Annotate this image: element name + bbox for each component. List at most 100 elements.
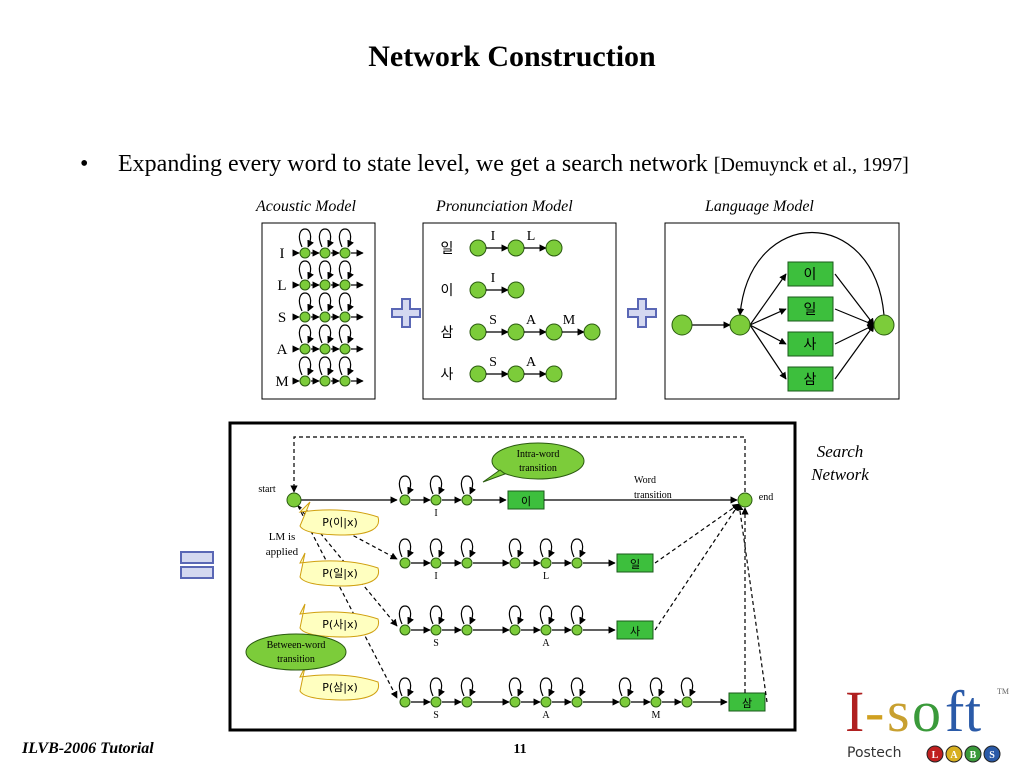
lm-word-box (787, 261, 834, 287)
self-loop (318, 356, 334, 376)
self-loop (298, 324, 314, 344)
search-state-node (540, 696, 552, 708)
search-word-box (728, 692, 766, 712)
pron-state-node (545, 239, 563, 257)
self-loop (460, 538, 476, 558)
state-node (319, 343, 331, 355)
self-loop (398, 677, 414, 697)
pron-state-node (507, 323, 525, 341)
pron-phone-label: M (563, 313, 576, 328)
search-phone-label: I (434, 571, 437, 582)
self-loop (298, 356, 314, 376)
self-loop (649, 677, 665, 697)
self-loop (460, 475, 476, 495)
logo-org: Postech (847, 745, 902, 761)
pron-word-label: 사 (441, 367, 454, 383)
intra-word-label: transition (519, 463, 557, 474)
logo-t: t (965, 679, 981, 744)
lm-state-node (729, 314, 751, 336)
search-phone-label: L (543, 571, 549, 582)
logo-dash: - (865, 679, 884, 744)
acoustic-phone-label: S (278, 310, 286, 326)
pron-word-label: 이 (441, 283, 454, 299)
acoustic-phone-label: L (277, 278, 286, 294)
lm-word-box (787, 296, 834, 322)
state-node (299, 375, 311, 387)
self-loop (318, 324, 334, 344)
search-phone-label: S (433, 638, 439, 649)
pron-state-node (583, 323, 601, 341)
search-state-node (430, 624, 442, 636)
probability-bubble (298, 501, 380, 536)
self-loop (298, 292, 314, 312)
lm-word-label: 사 (804, 337, 817, 353)
self-loop (570, 538, 586, 558)
pron-word-label: 삼 (441, 325, 454, 341)
pron-phone-label: L (527, 229, 536, 244)
probability-bubble (299, 552, 380, 587)
pron-phone-label: S (489, 313, 497, 328)
labs-badge-letter: L (932, 750, 939, 761)
lm-word-label: 이 (804, 267, 817, 283)
self-loop (298, 260, 314, 280)
search-state-node (461, 624, 473, 636)
search-state-node (650, 696, 662, 708)
state-node (319, 279, 331, 291)
pron-phone-label: I (491, 271, 496, 286)
lm-word-label: 일 (804, 302, 817, 318)
lm-applied-label: applied (266, 546, 299, 558)
lm-word-box (787, 366, 834, 392)
state-node (319, 247, 331, 259)
self-loop (429, 538, 445, 558)
self-loop (318, 260, 334, 280)
start-node (286, 492, 302, 508)
self-loop (338, 292, 354, 312)
pron-state-node (469, 239, 487, 257)
search-state-node (571, 557, 583, 569)
labs-badge (945, 745, 963, 763)
acoustic-phone-label: M (275, 374, 288, 390)
lm-arrow (834, 308, 875, 326)
pron-phone-label: S (489, 355, 497, 370)
state-node (339, 279, 351, 291)
pron-state-node (469, 281, 487, 299)
self-loop (570, 677, 586, 697)
search-phone-label: S (433, 710, 439, 721)
search-state-node (571, 696, 583, 708)
search-state-node (509, 696, 521, 708)
search-state-node (399, 494, 411, 506)
state-node (339, 247, 351, 259)
pron-state-node (507, 239, 525, 257)
search-word-label: 사 (630, 625, 640, 638)
logo-o: o (912, 679, 941, 744)
self-loop (539, 677, 555, 697)
state-node (299, 343, 311, 355)
self-loop (398, 605, 414, 625)
pron-state-node (507, 365, 525, 383)
state-node (339, 343, 351, 355)
lm-state-node (873, 314, 895, 336)
self-loop (429, 677, 445, 697)
lm-word-box (787, 331, 834, 357)
search-phone-label: A (542, 710, 550, 721)
self-loop (338, 260, 354, 280)
feedback-dashed (290, 436, 746, 493)
search-state-node (399, 624, 411, 636)
state-node (319, 311, 331, 323)
probability-bubble (299, 666, 380, 701)
footer-left: ILVB-2006 Tutorial (22, 740, 154, 757)
bullet-citation: [Demuynck et al., 1997] (713, 154, 909, 176)
logo-i: I (845, 679, 864, 744)
pron-state-node (469, 323, 487, 341)
self-loop (318, 292, 334, 312)
self-loop (508, 677, 524, 697)
search-state-node (619, 696, 631, 708)
self-loop (398, 475, 414, 495)
self-loop (429, 475, 445, 495)
search-row: I이 (398, 475, 738, 519)
search-network-label: Search Network (800, 440, 880, 486)
